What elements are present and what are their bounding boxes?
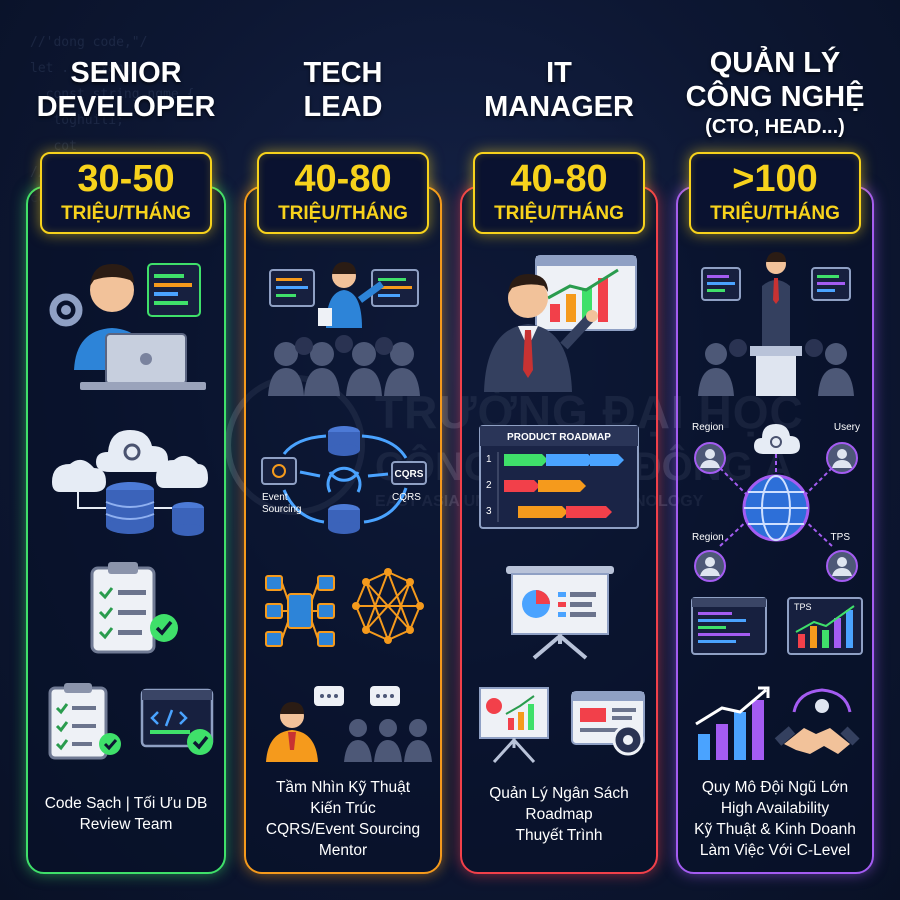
salary-badge: 40-80 TRIỆU/THÁNG	[257, 152, 429, 234]
presentation-board-icon	[506, 566, 614, 660]
code-review-icon	[48, 683, 214, 760]
salary-badge: 40-80 TRIỆU/THÁNG	[473, 152, 645, 234]
svg-text:2: 2	[486, 480, 492, 491]
svg-text:CQRS: CQRS	[392, 492, 421, 503]
svg-text:CQRS: CQRS	[395, 469, 424, 480]
budget-dashboard-icon	[479, 687, 645, 764]
cqrs-architecture-icon: CQRS Event Sourcing CQRS	[261, 426, 427, 534]
column-it-manager: IT MANAGER 40-80 TRIỆU/THÁNG PRODUCT ROA…	[460, 0, 658, 900]
column-captions: Tầm Nhìn Kỹ Thuật Kiến Trúc CQRS/Event S…	[265, 779, 421, 859]
column-title: TECH LEAD	[303, 57, 383, 123]
column-tech-lead: TECH LEAD 40-80 TRIỆU/THÁNG CQRS	[244, 0, 442, 900]
svg-text:1: 1	[486, 454, 492, 465]
svg-text:TPS: TPS	[794, 602, 812, 612]
column-captions: Quản Lý Ngân Sách Roadmap Thuyết Trình	[489, 785, 629, 844]
column-captions: Code Sạch | Tối Ưu DB Review Team	[44, 795, 208, 833]
executive-podium-icon	[698, 252, 854, 396]
code-tps-monitor-icon: TPS	[691, 597, 863, 655]
network-modules-icon	[265, 568, 424, 647]
salary-badge: >100 TRIỆU/THÁNG	[689, 152, 861, 234]
developer-laptop-icon	[49, 263, 206, 390]
cloud-database-icon	[52, 430, 208, 536]
column-title: IT MANAGER	[484, 57, 634, 123]
column-captions: Quy Mô Đội Ngũ Lớn High Availability Kỹ …	[694, 779, 856, 859]
salary-badge: 30-50 TRIỆU/THÁNG	[40, 152, 212, 234]
column-title: SENIOR DEVELOPER	[36, 57, 216, 123]
svg-text:TPS: TPS	[831, 532, 851, 543]
column-cto-head: QUẢN LÝ CÔNG NGHỆ (CTO, HEAD...) >100 TR…	[676, 0, 874, 900]
growth-partnership-icon	[695, 686, 860, 760]
svg-text:3: 3	[486, 506, 492, 517]
svg-text:Region: Region	[692, 422, 724, 433]
svg-text:PRODUCT ROADMAP: PRODUCT ROADMAP	[507, 432, 611, 443]
svg-text:Usery: Usery	[834, 422, 860, 433]
column-senior-developer: SENIOR DEVELOPER 30-50 TRIỆU/THÁNG	[26, 0, 226, 900]
product-roadmap-icon: PRODUCT ROADMAP 1 2 3	[479, 425, 639, 529]
svg-text:Sourcing: Sourcing	[262, 504, 301, 515]
team-presentation-icon	[268, 262, 420, 396]
column-title: QUẢN LÝ CÔNG NGHỆ (CTO, HEAD...)	[685, 47, 865, 138]
checklist-clipboard-icon	[90, 562, 178, 654]
svg-text:Region: Region	[692, 532, 724, 543]
manager-chart-presentation-icon	[484, 255, 637, 392]
mentoring-team-icon	[266, 686, 432, 762]
svg-text:Event: Event	[262, 492, 288, 503]
global-availability-icon: Region Usery Region TPS	[692, 422, 860, 582]
